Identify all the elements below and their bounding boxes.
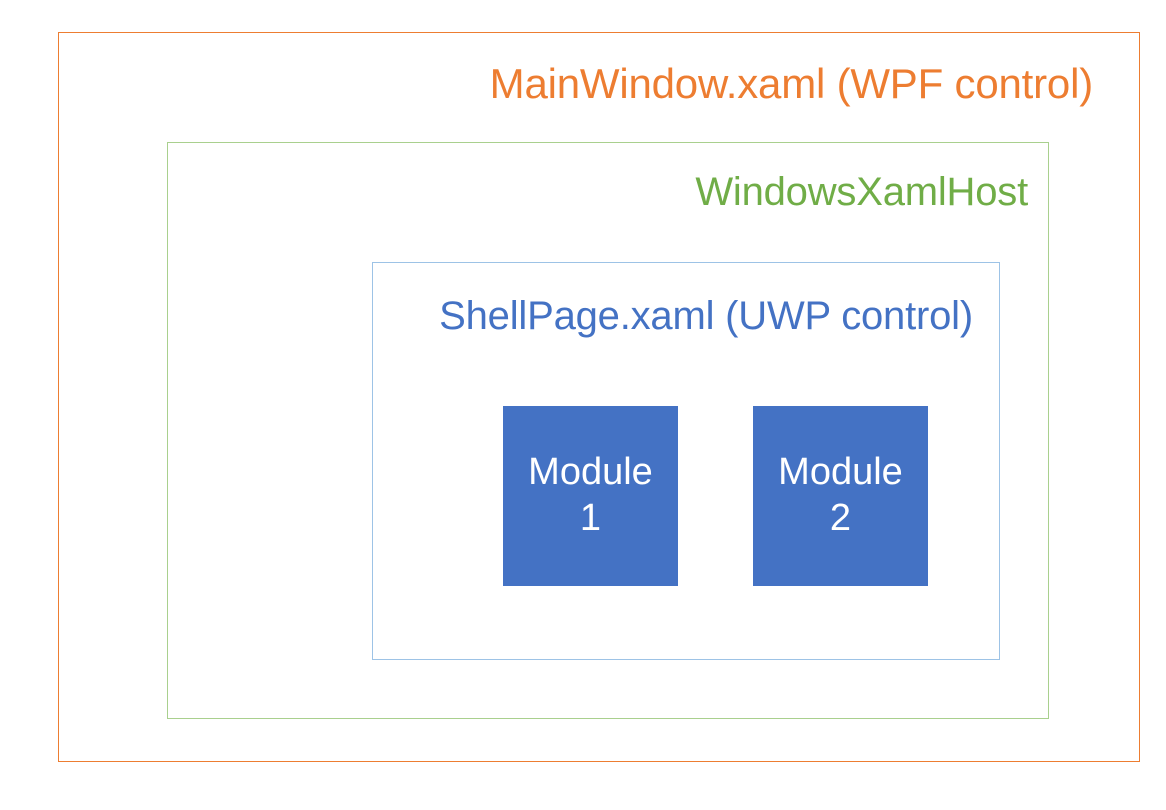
windows-xaml-host-label: WindowsXamlHost (695, 170, 1028, 214)
module-2-block: Module 2 (753, 406, 928, 586)
module-2-number: 2 (829, 497, 852, 539)
uwp-container-label: ShellPage.xaml (UWP control) (439, 294, 973, 338)
module-1-block: Module 1 (503, 406, 678, 586)
module-2-name: Module (778, 451, 903, 494)
uwp-container-box: ShellPage.xaml (UWP control) Module 1 Mo… (372, 262, 1000, 660)
module-1-number: 1 (579, 497, 602, 539)
windows-xaml-host-container-box: WindowsXamlHost ShellPage.xaml (UWP cont… (167, 142, 1049, 719)
wpf-container-label: MainWindow.xaml (WPF control) (489, 60, 1094, 107)
module-1-name: Module (528, 451, 653, 494)
wpf-container-box: MainWindow.xaml (WPF control) WindowsXam… (58, 32, 1140, 762)
